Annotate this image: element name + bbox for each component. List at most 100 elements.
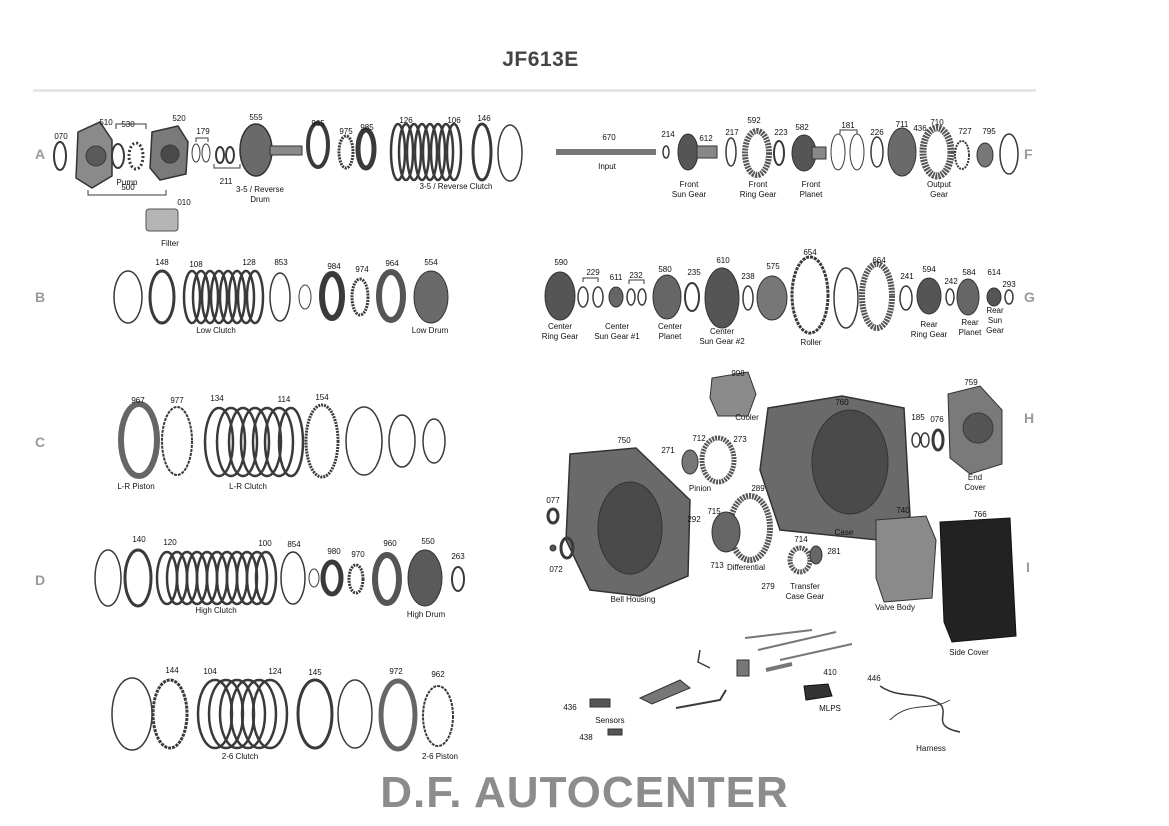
part-number-label: 438	[579, 733, 593, 742]
part-caption: Differential	[726, 563, 766, 572]
part-number-label: 263	[451, 552, 465, 561]
part-number-label: 575	[766, 262, 780, 271]
part-number-label: 582	[795, 123, 809, 132]
part-number-label: 554	[424, 258, 438, 267]
part-number-label: 410	[823, 668, 837, 677]
part-number-label: 985	[360, 123, 374, 132]
part-caption: Center Planet	[657, 322, 683, 341]
part-number-label: 120	[163, 538, 177, 547]
part-number-label: 610	[716, 256, 730, 265]
part-number-label: 223	[774, 128, 788, 137]
part-caption: Rear Sun Gear	[986, 306, 1004, 335]
part-number-label: 664	[872, 256, 886, 265]
part-number-label: 972	[389, 667, 403, 676]
part-number-label: 076	[930, 415, 944, 424]
part-number-label: 181	[841, 121, 855, 130]
part-number-label: 960	[383, 539, 397, 548]
footer-brand: D.F. AUTOCENTER	[380, 768, 789, 817]
part-number-label: 179	[196, 127, 210, 136]
page-title: JF613E	[502, 48, 579, 71]
part-number-label: 550	[421, 537, 435, 546]
part-number-label: 520	[172, 114, 186, 123]
part-number-label: 998	[731, 369, 745, 378]
part-number-label: 146	[477, 114, 491, 123]
part-number-label: 612	[699, 134, 713, 143]
part-number-label: 214	[661, 130, 675, 139]
row-letter-a: A	[35, 146, 46, 162]
part-number-label: 715	[707, 507, 721, 516]
part-number-label: 980	[327, 547, 341, 556]
part-number-label: 128	[242, 258, 256, 267]
part-number-label: 140	[132, 535, 146, 544]
part-number-label: 241	[900, 272, 914, 281]
part-caption: Bell Housing	[610, 595, 656, 604]
part-caption: Front Ring Gear	[739, 180, 777, 199]
part-number-label: 070	[54, 132, 68, 141]
part-number-label: 010	[177, 198, 191, 207]
row-letter-d: D	[35, 572, 46, 588]
part-number-label: 853	[274, 258, 288, 267]
header-divider	[33, 89, 1036, 92]
part-caption: Side Cover	[949, 648, 989, 657]
part-caption: Case	[834, 528, 854, 537]
part-number-label: 144	[165, 666, 179, 675]
part-number-label: 232	[629, 271, 643, 280]
part-caption: Cooler	[735, 413, 759, 422]
part-caption: Center Ring Gear	[541, 322, 579, 341]
part-caption: Output Gear	[926, 180, 952, 199]
part-number-label: 072	[549, 565, 563, 574]
part-caption: Transfer Case Gear	[785, 582, 825, 601]
part-number-label: 592	[747, 116, 761, 125]
part-number-label: 217	[725, 128, 739, 137]
part-caption: Pinion	[688, 484, 712, 493]
part-number-label: 654	[803, 248, 817, 257]
part-number-label: 611	[609, 273, 623, 282]
part-number-label: 759	[964, 378, 978, 387]
part-number-label: 766	[973, 510, 987, 519]
part-number-label: 238	[741, 272, 755, 281]
part-number-label: 555	[249, 113, 263, 122]
row-letter-g: G	[1024, 289, 1035, 305]
part-number-label: 226	[870, 128, 884, 137]
part-number-label: 289	[751, 484, 765, 493]
part-caption: Sensors	[595, 716, 625, 725]
row-letter-f: F	[1024, 146, 1033, 162]
part-number-label: 134	[210, 394, 224, 403]
part-caption: Center Sun Gear #2	[699, 327, 745, 346]
part-caption: Filter	[161, 239, 179, 248]
part-number-label: 795	[982, 127, 996, 136]
part-number-label: 854	[287, 540, 301, 549]
part-number-label: 977	[170, 396, 184, 405]
part-caption: 2-6 Piston	[421, 752, 459, 761]
part-number-label: 211	[219, 177, 233, 186]
part-caption: 3-5 / Reverse Drum	[235, 185, 285, 204]
part-number-label: 114	[277, 395, 291, 404]
part-number-label: 273	[733, 435, 747, 444]
part-number-label: 975	[339, 127, 353, 136]
part-number-label: 281	[827, 547, 841, 556]
part-number-label: 271	[661, 446, 675, 455]
part-number-label: 584	[962, 268, 976, 277]
part-number-label: 740	[896, 506, 910, 515]
part-number-label: 154	[315, 393, 329, 402]
part-caption: High Drum	[406, 610, 446, 619]
part-caption: Valve Body	[875, 603, 915, 612]
part-caption: Roller	[800, 338, 822, 347]
part-number-label: 670	[602, 133, 616, 142]
part-number-label: 077	[546, 496, 560, 505]
part-caption: Harness	[916, 744, 946, 753]
part-caption: Front Sun Gear	[671, 180, 707, 199]
part-number-label: 713	[710, 561, 724, 570]
part-caption: Input	[598, 162, 616, 171]
part-number-label: 580	[658, 265, 672, 274]
part-number-label: 235	[687, 268, 701, 277]
part-number-label: 710	[930, 118, 944, 127]
part-caption: MLPS	[819, 704, 841, 713]
part-number-label: 104	[203, 667, 217, 676]
part-caption: Low Clutch	[196, 326, 236, 335]
part-number-label: 279	[761, 582, 775, 591]
part-number-label: 962	[431, 670, 445, 679]
part-number-label: 614	[987, 268, 1001, 277]
row-letter-b: B	[35, 289, 46, 305]
